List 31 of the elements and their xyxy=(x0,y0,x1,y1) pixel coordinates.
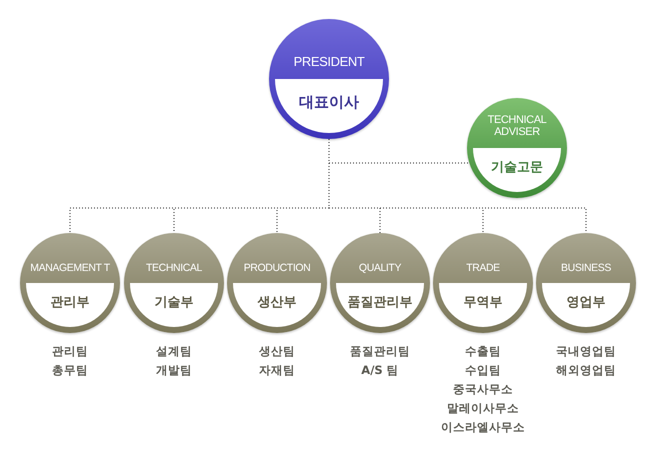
korean-title: 품질관리부 xyxy=(348,294,412,311)
english-title: BUSINESS xyxy=(561,262,611,274)
team-name: 국내영업팀 xyxy=(556,343,616,360)
english-title: PRODUCTION xyxy=(244,262,310,274)
team-name: 수출팀 xyxy=(465,343,501,360)
team-name: 생산팀 xyxy=(259,343,295,360)
english-title: TRADE xyxy=(466,262,500,274)
english-title: QUALITY xyxy=(358,262,402,274)
english-title: MANAGEMENT T xyxy=(30,262,110,274)
korean-title: 생산부 xyxy=(258,294,296,311)
team-name: 총무팀 xyxy=(52,362,88,379)
english-title: PRESIDENT xyxy=(294,55,364,70)
english-title: TECHNICAL ADVISER xyxy=(486,114,548,139)
team-name: 해외영업팀 xyxy=(556,362,616,379)
english-title: TECHNICAL xyxy=(146,262,202,274)
team-name: 자재팀 xyxy=(259,362,295,379)
korean-title: 관리부 xyxy=(50,294,90,311)
team-name: 말레이사무소 xyxy=(447,400,519,417)
korean-title: 대표이사 xyxy=(299,93,359,112)
team-name: 중국사무소 xyxy=(453,381,513,398)
team-name: A/S 팀 xyxy=(361,362,399,379)
korean-title: 무역부 xyxy=(464,294,502,311)
korean-title: 영업부 xyxy=(566,294,606,311)
team-name: 수입팀 xyxy=(465,362,501,379)
team-name: 품질관리팀 xyxy=(350,343,410,360)
team-name: 이스라엘사무소 xyxy=(441,419,525,436)
team-name: 개발팀 xyxy=(156,362,192,379)
korean-title: 기술부 xyxy=(154,294,194,311)
korean-title: 기술고문 xyxy=(491,159,543,176)
team-name: 관리팀 xyxy=(52,343,88,360)
team-name: 설계팀 xyxy=(156,343,192,360)
